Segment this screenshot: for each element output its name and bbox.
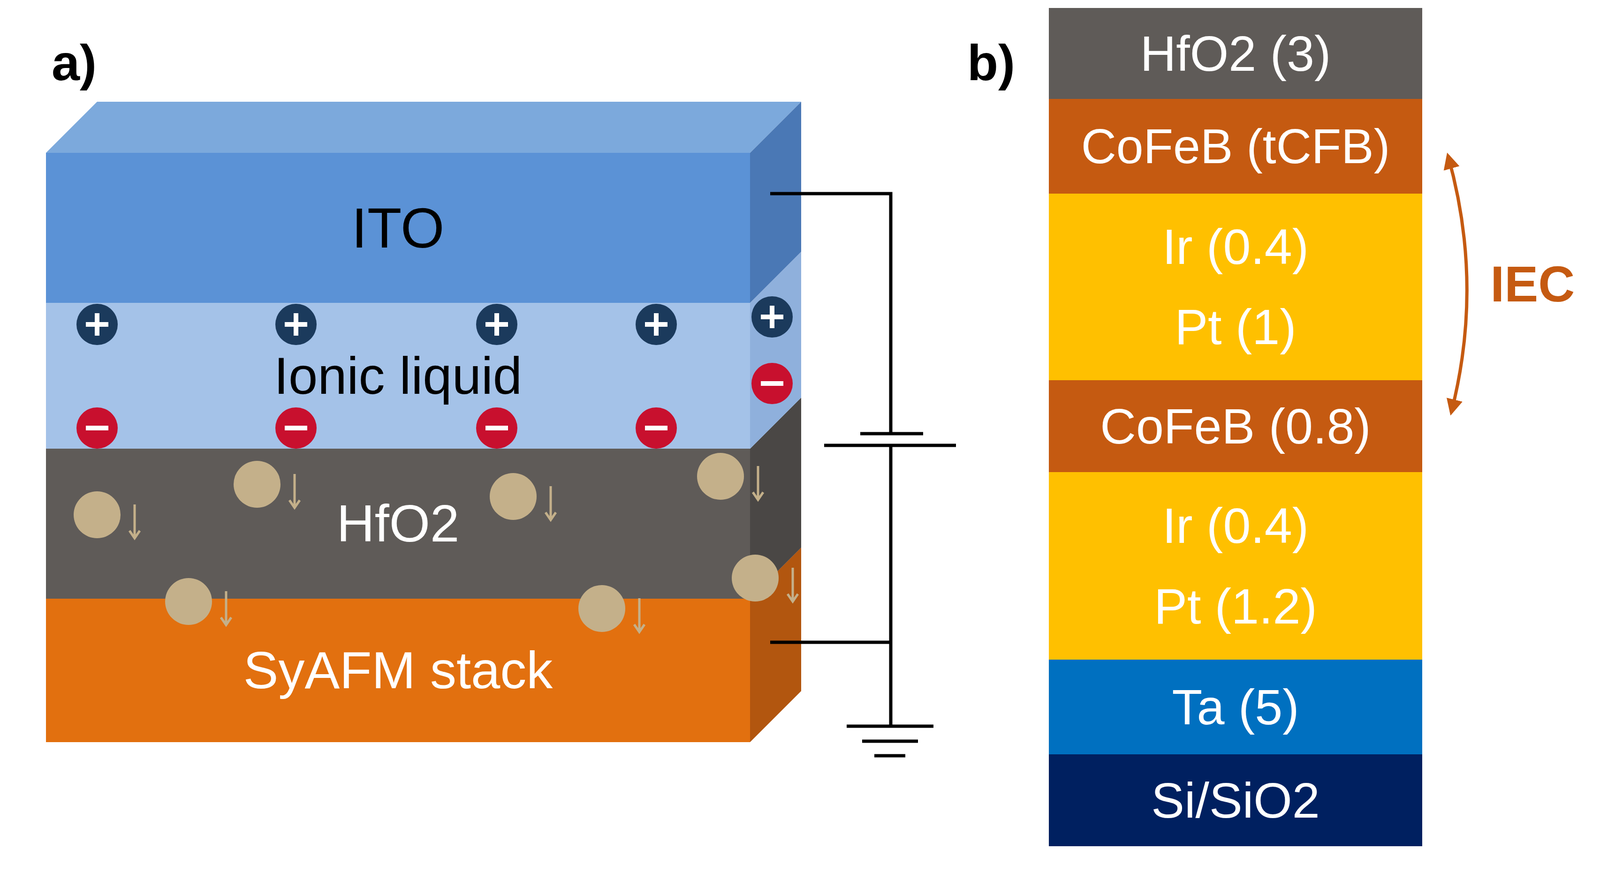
stack-layer: Ir (0.4) Pt (1.2) [1048,472,1423,660]
cation-symbols [76,296,793,346]
layer-label: CoFeB (tCFB) [1081,119,1391,174]
ground-symbol [846,726,934,757]
battery-long-plate [824,444,956,448]
panel-label: a) [51,37,97,89]
layer-front-face [45,599,751,743]
stack-layer: CoFeB (tCFB) [1048,98,1423,194]
migration-arrow [752,466,764,501]
stack-layer: Ta (5) [1048,659,1423,755]
oxygen-ion [697,453,744,501]
layer-label: Si/SiO2 [1151,773,1320,829]
edge-label: IEC [1490,258,1575,310]
layer-label: HfO2 [336,494,460,553]
oxygen-ion [73,491,121,539]
layer-label: CoFeB (0.8) [1099,399,1371,455]
migration-arrow [220,591,232,626]
migration-arrow [634,598,645,633]
stack-layer: Si/SiO2 [1048,754,1423,847]
layer-label: Ionic liquid [273,347,523,405]
oxygen-ion [731,554,779,602]
layer-label: HfO2 (3) [1140,26,1331,82]
oxygen-ion [233,461,281,509]
device-layer: SyAFM stack [45,599,751,743]
oxygen-ions [73,453,779,633]
stack-layer: HfO2 (3) [1048,7,1423,99]
panel-label: b) [967,37,1016,89]
layer-front-face [45,448,751,600]
layer-label: Ir (0.4) [1162,219,1309,275]
oxygen-ion [165,578,213,626]
migration-arrow [289,474,300,509]
device-layer: HfO2 [45,448,751,600]
migration-arrow [545,486,556,521]
oxygen-ion [489,473,537,521]
layer-label: Ir (0.4) [1162,498,1309,554]
device-layer: Ionic liquid [45,303,751,449]
layer-label: Pt (1) [1174,299,1297,355]
migration-arrow [129,504,140,539]
layer-front-face [45,152,751,304]
layer-label: Pt (1.2) [1153,579,1318,635]
stack-layer: CoFeB (0.8) [1048,380,1423,473]
migration-arrows [129,466,798,633]
layer-label: ITO [351,197,445,259]
layer-side-face [750,101,802,304]
oxygen-ion [578,585,626,633]
circuit-wires [770,193,956,757]
layer-top-face [45,101,802,153]
device-layer: ITO [45,152,751,304]
layer-label: SyAFM stack [243,641,554,700]
stack-layer: Ir (0.4) Pt (1) [1048,193,1423,381]
migration-arrow [787,568,798,602]
coupling-arrow [1448,155,1467,413]
battery-short-plate [860,432,924,436]
layer-label: Ta (5) [1172,680,1300,736]
layer-front-face [45,303,751,449]
